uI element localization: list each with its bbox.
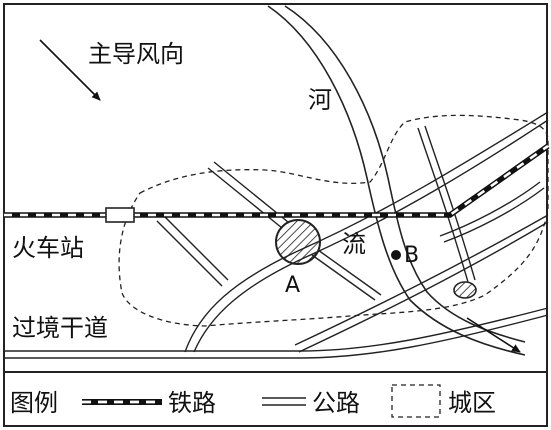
legend-road-symbol [262,397,306,406]
railway-station-label: 火车站 [12,234,84,262]
wind-direction-label: 主导风向 [88,40,184,68]
point-b-marker [391,250,401,260]
small-site-marker [453,281,477,299]
legend-city-symbol [391,384,441,418]
wind-direction-arrow-icon [39,39,101,101]
highway-label: 过境干道 [12,314,108,342]
legend: 图例 铁路 公路 城区 [10,384,496,418]
railway-station-icon [105,207,135,223]
legend-railway-label: 铁路 [168,389,216,417]
legend-road-label: 公路 [312,389,360,417]
site-a-marker [275,219,321,265]
legend-city-label: 城区 [448,389,496,417]
point-b-label: B [404,243,419,268]
legend-title: 图例 [10,389,58,417]
river-flow-arrow-icon [466,317,521,353]
river-label-bottom: 流 [342,230,366,258]
road-network [4,111,549,359]
site-a-label: A [285,273,300,298]
city-area-boundary [118,114,549,327]
river [267,5,526,356]
river-label-top: 河 [308,86,332,114]
railway [4,143,550,218]
